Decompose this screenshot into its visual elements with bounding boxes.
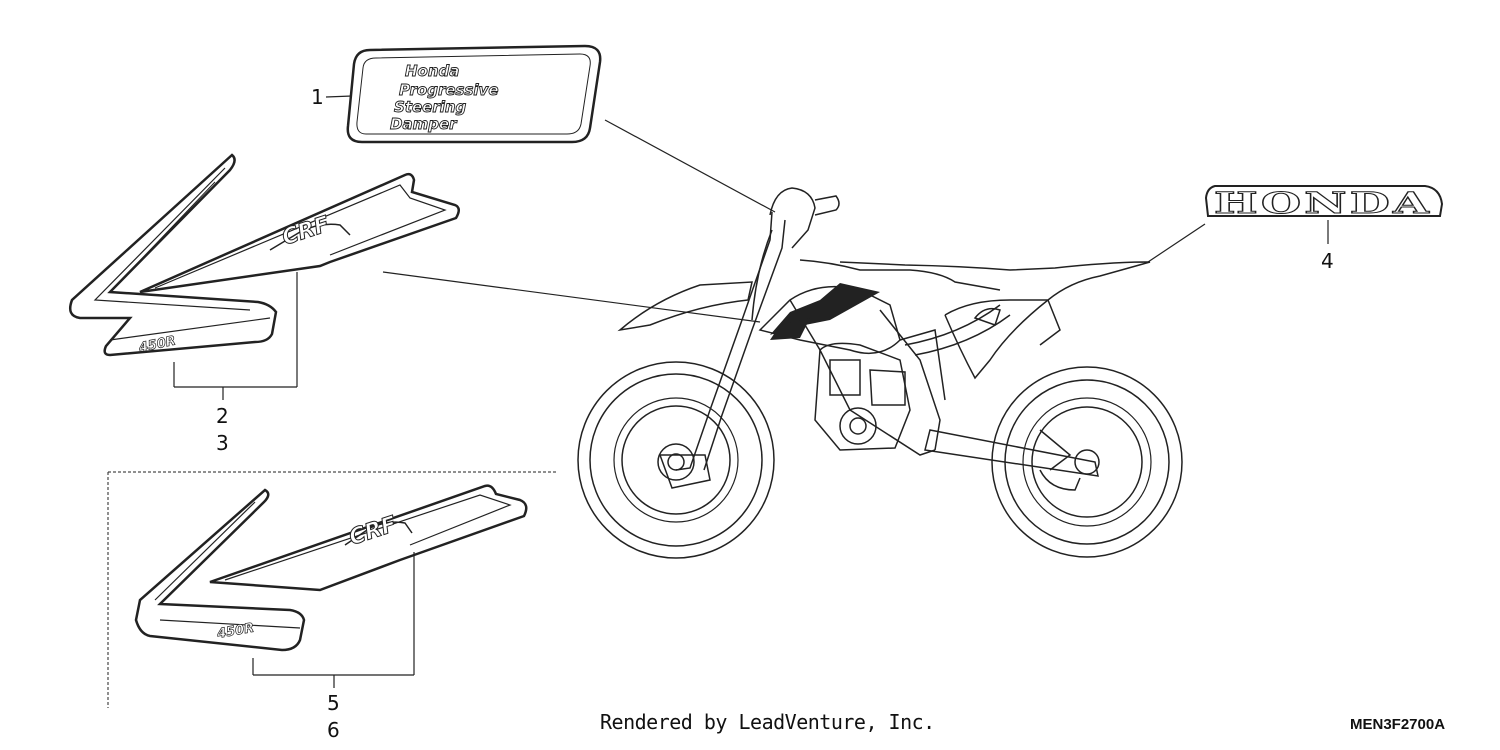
decal-crf-text-lower: CRF [346,512,399,551]
callout-5: 5 [327,691,340,715]
callout-4: 4 [1321,249,1334,273]
rear-tire [991,366,1183,558]
front-tire [577,361,775,559]
shroud-decal-lower [134,484,528,652]
leader-1b [604,119,776,213]
group-frame-5-6 [107,471,556,708]
footer-credit: Rendered by LeadVenture, Inc. [600,710,935,734]
decal-crf-text-upper: CRF [279,212,332,251]
bracket-2-3 [173,272,298,400]
emblem-line-2: Progressive [399,81,499,99]
emblem-honda: HONDA [1204,185,1444,221]
emblem-line-1: Honda [405,62,459,80]
emblem-honda-text: HONDA [1214,186,1432,220]
callout-2: 2 [216,404,229,428]
decal-model-text-lower: 450R [215,621,255,642]
motorcycle-illustration [577,187,1183,559]
leader-4b [1147,223,1206,263]
diagram-code: MEN3F2700A [1350,716,1446,733]
bike-decal-shroud [770,283,880,340]
emblem-hpsd: Honda Progressive Steering Damper [346,44,602,144]
bracket-5-6 [252,552,415,688]
decal-model-text-upper: 450R [137,334,177,357]
leader-2-3 [382,271,761,323]
emblem-line-4: Damper [390,115,458,133]
callout-1: 1 [311,85,324,109]
callout-3: 3 [216,431,229,455]
leader-1a [325,95,353,98]
shroud-decal-upper [69,153,460,357]
callout-6: 6 [327,718,340,742]
emblem-line-3: Steering [394,98,467,116]
